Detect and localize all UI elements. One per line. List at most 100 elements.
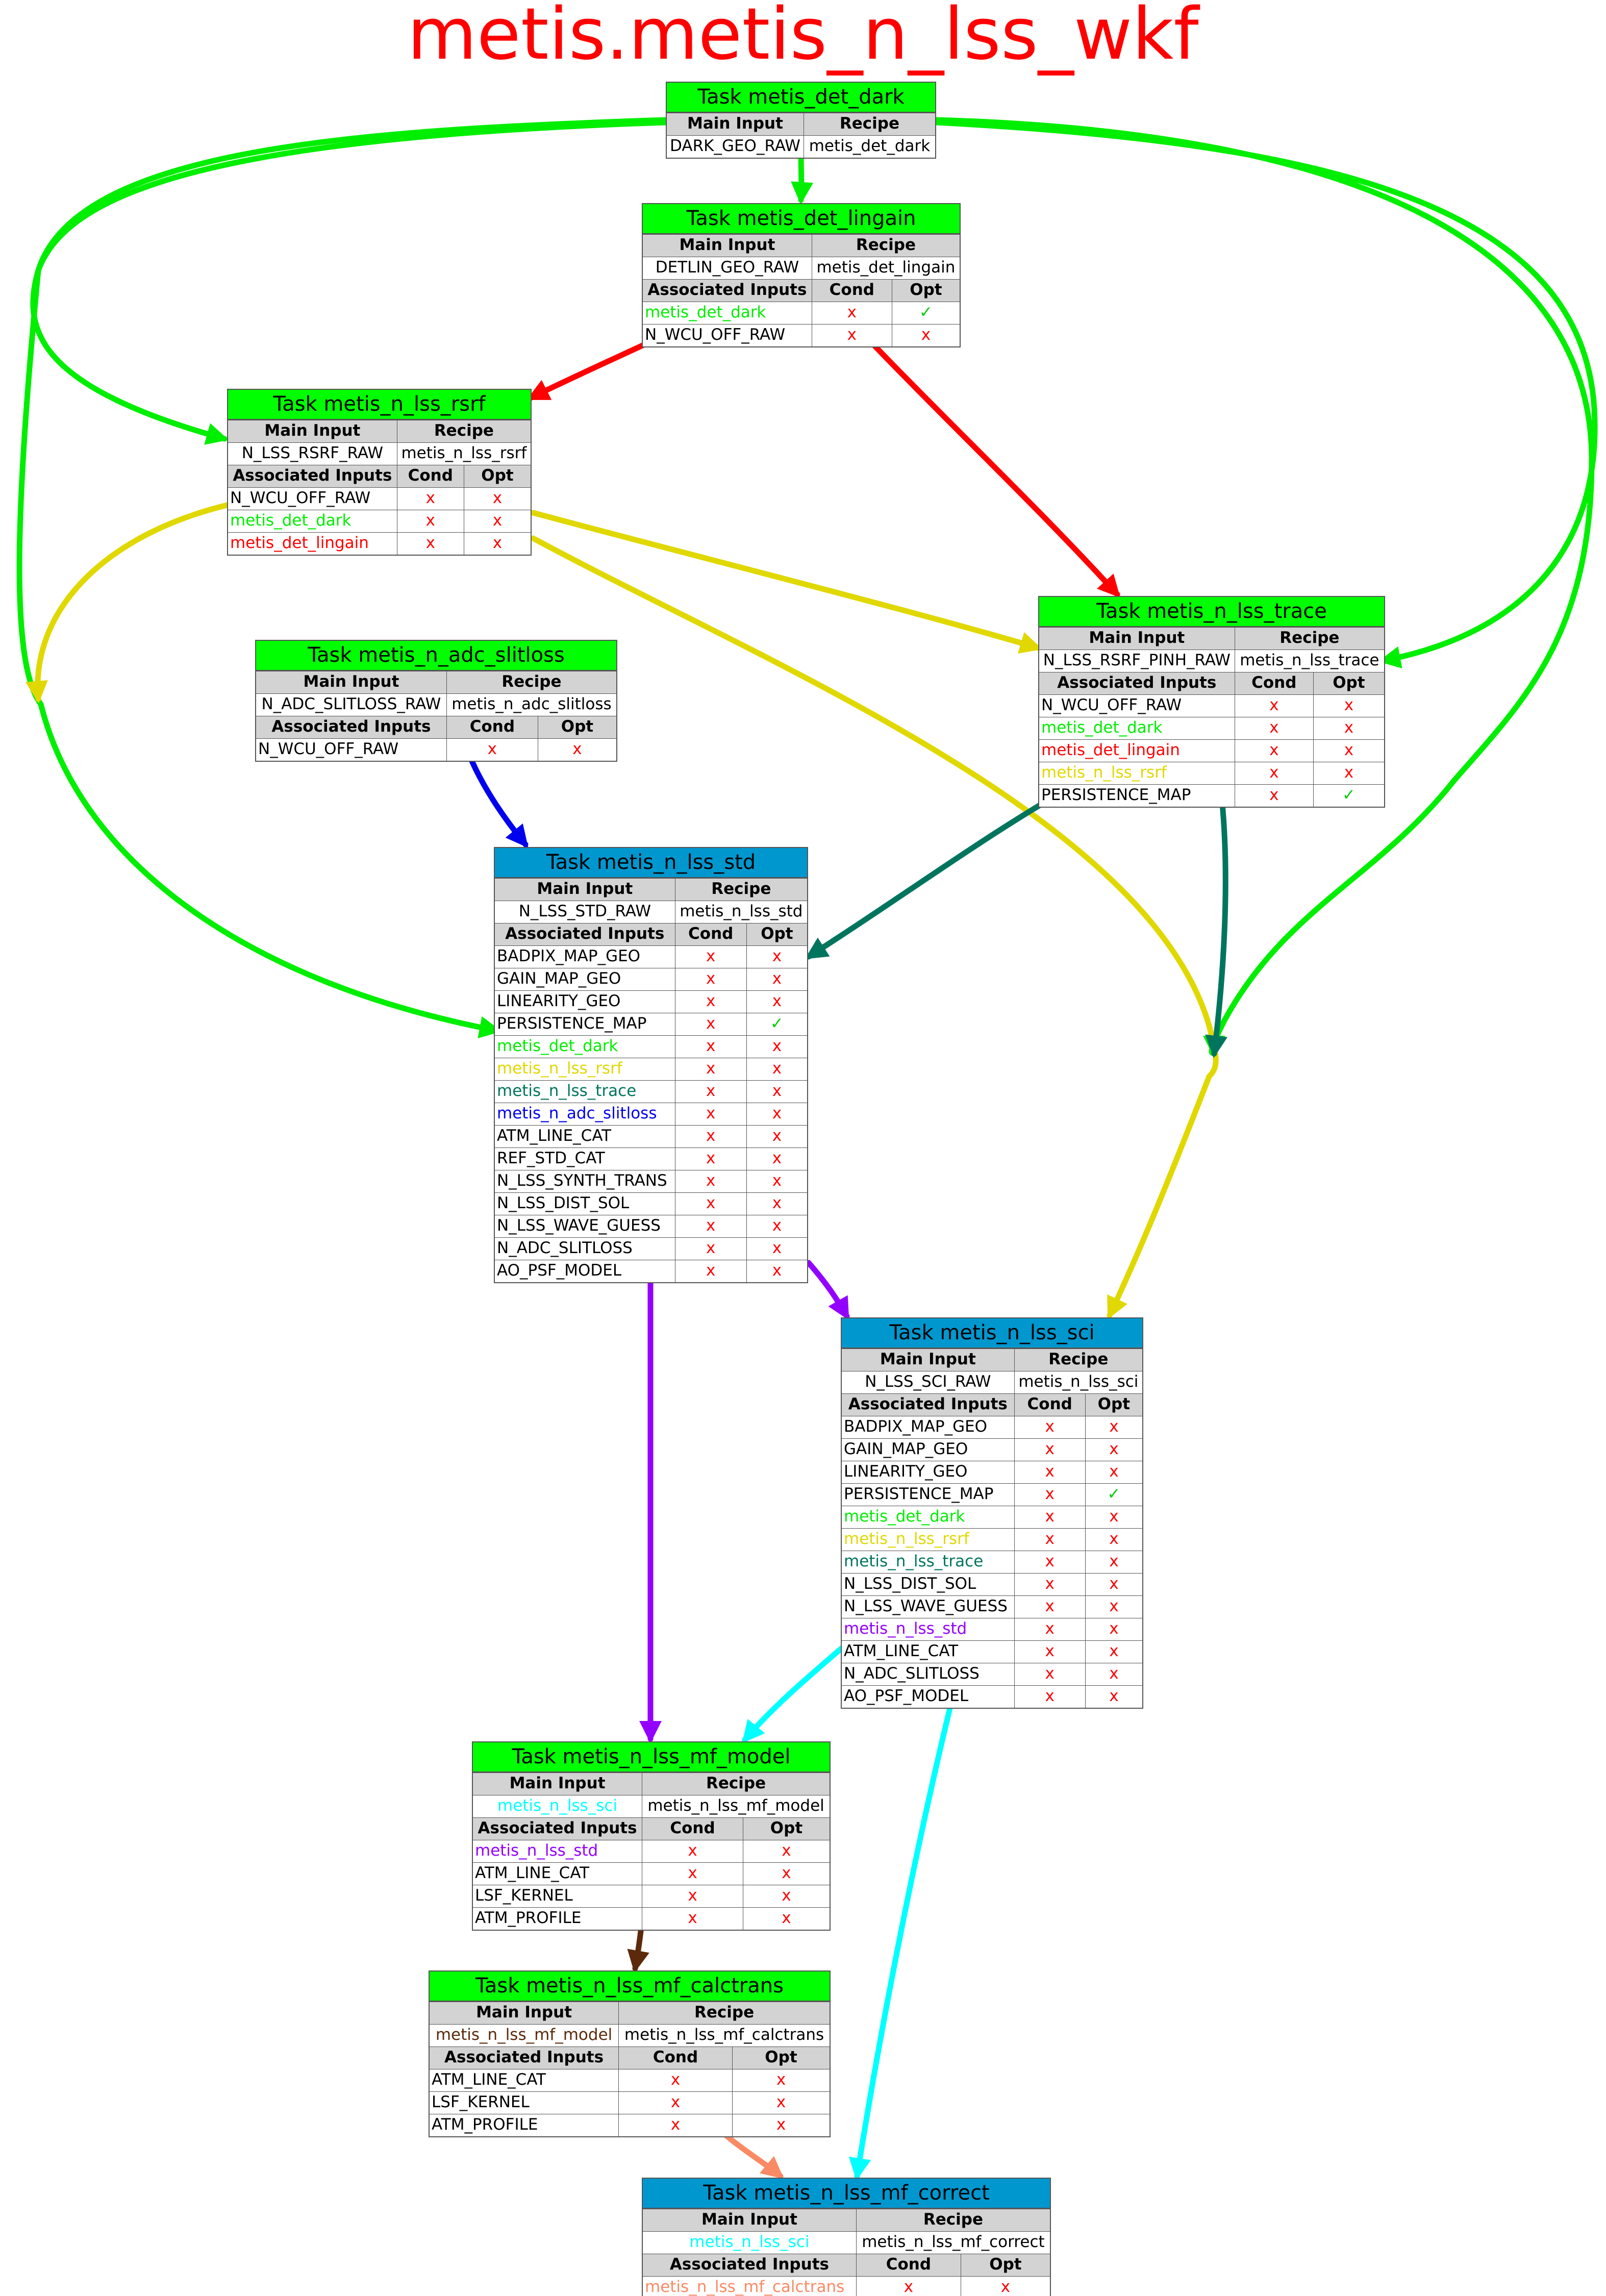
recipe-value: metis_n_lss_mf_correct bbox=[856, 2232, 1050, 2254]
input-name: metis_n_lss_trace bbox=[497, 1082, 637, 1100]
recipe-value: metis_n_lss_mf_model bbox=[642, 1795, 830, 1817]
cond-label: Cond bbox=[811, 280, 892, 302]
opt-mark: ✓ bbox=[1313, 785, 1384, 807]
opt-mark: x bbox=[746, 1215, 807, 1237]
recipe-value: metis_n_lss_std bbox=[674, 901, 807, 923]
recipe-value: metis_n_lss_sci bbox=[1014, 1371, 1142, 1393]
cond-label: Cond bbox=[618, 2047, 732, 2069]
input-name: PERSISTENCE_MAP bbox=[497, 1014, 647, 1033]
input-name: REF_STD_CAT bbox=[497, 1149, 605, 1167]
main-input-label: Main Input bbox=[495, 879, 675, 901]
cond-mark: x bbox=[674, 991, 746, 1013]
opt-mark: x bbox=[746, 968, 807, 990]
cond-mark: x bbox=[674, 1058, 746, 1080]
edge-metis-n-lss-trace-to-metis-n-lss-std bbox=[805, 795, 1054, 960]
cond-mark: x bbox=[674, 1013, 746, 1035]
input-name: metis_det_dark bbox=[497, 1037, 618, 1055]
input-name: ATM_PROFILE bbox=[475, 1909, 582, 1927]
edge-metis-n-lss-sci-to-metis-n-lss-mf-model bbox=[742, 1645, 845, 1743]
edge-metis-n-lss-trace-to-metis-n-lss-sci bbox=[1205, 795, 1228, 1058]
cond-label: Cond bbox=[674, 924, 746, 945]
recipe-value: metis_det_lingain bbox=[811, 257, 960, 279]
input-name: metis_n_lss_rsrf bbox=[844, 1530, 969, 1548]
cond-mark: x bbox=[674, 1193, 746, 1215]
main-input-label: Main Input bbox=[228, 420, 397, 442]
cond-mark: x bbox=[856, 2277, 961, 2296]
opt-mark: x bbox=[746, 1238, 807, 1260]
input-name: N_LSS_DIST_SOL bbox=[497, 1194, 630, 1212]
associated-inputs-label: Associated Inputs bbox=[1039, 672, 1235, 694]
main-input-label: Main Input bbox=[842, 1349, 1014, 1371]
cond-label: Cond bbox=[396, 465, 464, 487]
main-input-label: Main Input bbox=[667, 113, 804, 135]
opt-label: Opt bbox=[1085, 1394, 1142, 1416]
cond-mark: x bbox=[642, 1840, 743, 1862]
recipe-value: metis_n_adc_slitloss bbox=[446, 694, 616, 716]
opt-mark: x bbox=[746, 991, 807, 1013]
opt-mark: x bbox=[746, 1081, 807, 1103]
opt-mark: x bbox=[746, 1148, 807, 1170]
opt-mark: x bbox=[1085, 1641, 1142, 1663]
task-header: Task metis_n_lss_std bbox=[495, 848, 807, 878]
opt-label: Opt bbox=[732, 2047, 830, 2069]
cond-mark: x bbox=[618, 2092, 732, 2114]
opt-mark: x bbox=[732, 2069, 830, 2091]
main-input-value: metis_n_lss_sci bbox=[497, 1796, 618, 1815]
input-name: LINEARITY_GEO bbox=[497, 992, 621, 1010]
associated-inputs-label: Associated Inputs bbox=[228, 465, 397, 487]
opt-mark: x bbox=[746, 1170, 807, 1192]
recipe-label: Recipe bbox=[446, 671, 616, 693]
opt-mark: x bbox=[732, 2092, 830, 2114]
input-name: metis_det_dark bbox=[844, 1507, 965, 1526]
cond-mark: x bbox=[1014, 1596, 1085, 1618]
cond-mark: x bbox=[1014, 1439, 1085, 1461]
cond-mark: x bbox=[1014, 1618, 1085, 1640]
opt-label: Opt bbox=[960, 2254, 1050, 2276]
recipe-value: metis_n_lss_rsrf bbox=[396, 443, 531, 465]
task-header: Task metis_n_adc_slitloss bbox=[256, 641, 616, 671]
edge-metis-det-dark-to-metis-n-lss-trace bbox=[933, 119, 1598, 669]
main-input-value: N_LSS_RSRF_PINH_RAW bbox=[1043, 651, 1231, 669]
edge-metis-n-adc-slitloss-to-metis-n-lss-std bbox=[466, 752, 529, 848]
opt-mark: x bbox=[1085, 1574, 1142, 1595]
cond-mark: x bbox=[1014, 1416, 1085, 1438]
opt-mark: x bbox=[1085, 1551, 1142, 1573]
cond-mark: x bbox=[674, 1238, 746, 1260]
main-input-value: N_LSS_RSRF_RAW bbox=[241, 444, 384, 462]
cond-mark: x bbox=[1234, 762, 1313, 784]
input-name: metis_n_lss_std bbox=[844, 1619, 967, 1638]
recipe-label: Recipe bbox=[1014, 1349, 1142, 1371]
opt-mark: x bbox=[1313, 762, 1384, 784]
task-header: Task metis_n_lss_mf_correct bbox=[643, 2179, 1050, 2209]
opt-label: Opt bbox=[891, 280, 960, 302]
cond-mark: x bbox=[674, 1081, 746, 1103]
